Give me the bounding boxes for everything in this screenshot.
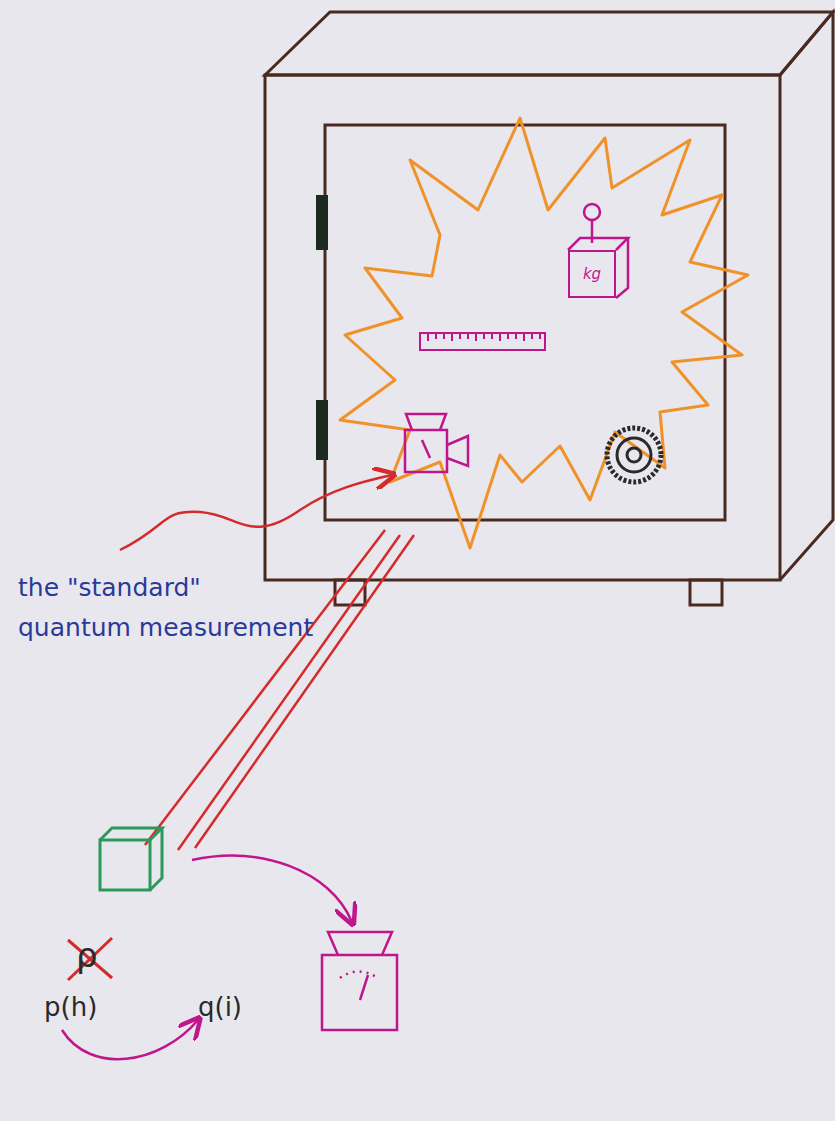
dial — [607, 428, 661, 482]
meter-needle — [422, 440, 430, 458]
hinge — [316, 400, 328, 460]
meter-body — [322, 955, 397, 1030]
weight-side — [616, 238, 628, 298]
math-symbol: ρ — [76, 935, 116, 976]
dial-center — [627, 448, 641, 462]
safe-front — [265, 75, 780, 580]
cube-front — [100, 840, 150, 890]
meter-lens — [447, 436, 468, 466]
pointer-arrow — [120, 475, 392, 550]
cube-top — [100, 828, 162, 840]
hinge — [316, 195, 328, 250]
dial-rim — [607, 428, 661, 482]
weight-stem — [591, 220, 594, 243]
weight-box: kg — [568, 250, 616, 298]
cube-side — [150, 828, 162, 890]
meter-scale — [340, 972, 378, 979]
ruler-ticks — [428, 333, 540, 341]
weight-ring — [584, 204, 600, 220]
ruler-body — [420, 333, 545, 350]
safe-side — [780, 12, 833, 580]
math-symbol: q(i) — [198, 992, 278, 1023]
safe-foot — [690, 580, 722, 605]
annotation: the "standard" quantum measurement — [18, 568, 318, 648]
meter — [322, 932, 397, 1030]
math-symbol: p(h) — [44, 992, 124, 1023]
meter-body — [405, 430, 447, 472]
cube — [100, 828, 162, 890]
map-arrow — [62, 1020, 198, 1059]
safe — [265, 12, 833, 605]
flow-arrow — [192, 856, 352, 922]
meter-needle — [360, 975, 368, 1000]
unit-label: kg — [583, 265, 601, 283]
weight-top — [568, 238, 628, 250]
meter-top — [328, 932, 392, 955]
safe-top — [265, 12, 833, 75]
beam-line — [178, 535, 400, 850]
meter — [405, 414, 468, 472]
beam-line — [195, 535, 414, 848]
meter-top — [406, 414, 446, 430]
weight — [568, 204, 628, 298]
starburst — [340, 118, 748, 548]
dial-ring — [617, 438, 651, 472]
ruler — [420, 333, 545, 350]
